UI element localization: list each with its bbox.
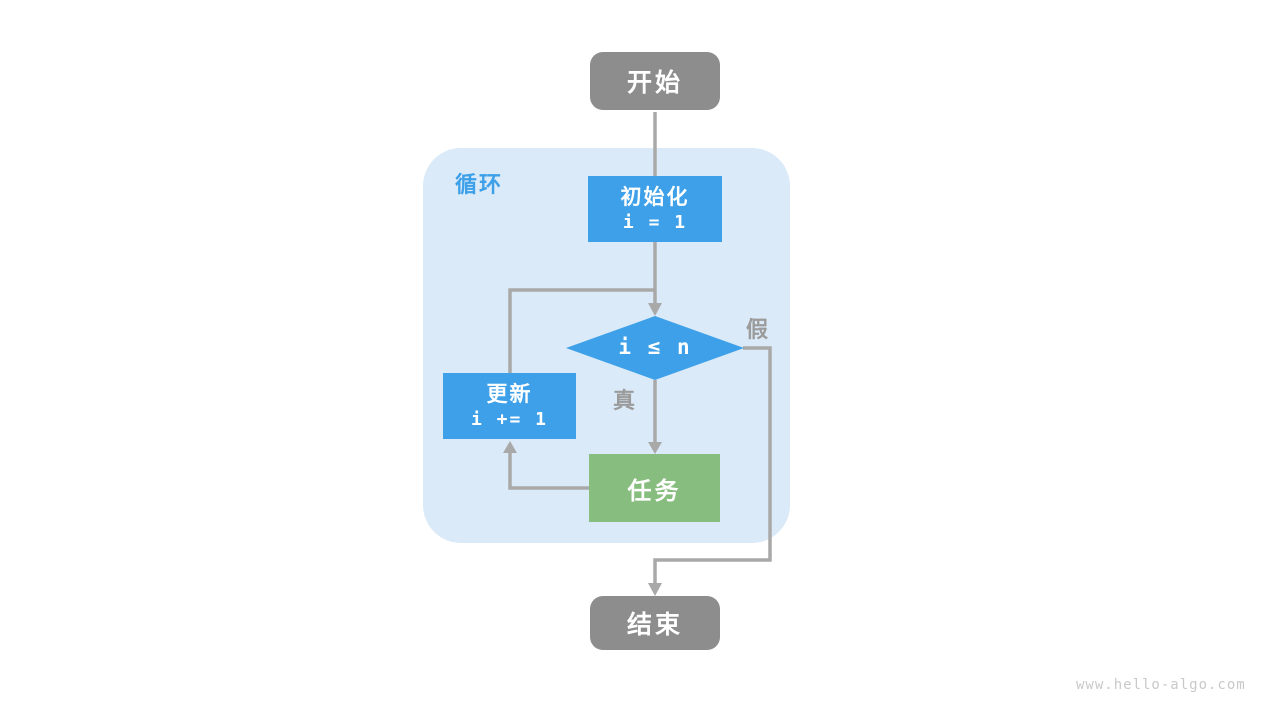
task-node: 任务	[589, 454, 720, 522]
arrowhead-into-task	[648, 442, 662, 454]
update-node: 更新 i += 1	[443, 373, 576, 439]
start-node-label: 开始	[626, 69, 683, 97]
update-node-title: 更新	[486, 382, 533, 406]
watermark: www.hello-algo.com	[1076, 677, 1246, 693]
task-node-label: 任务	[627, 477, 682, 505]
loop-region-label: 循环	[455, 172, 504, 197]
edge-task-to-update	[508, 453, 589, 490]
update-node-code: i += 1	[470, 408, 549, 430]
condition-node-expression: i ≤ n	[618, 335, 692, 360]
arrowhead-into-condition	[648, 303, 662, 316]
end-node-label: 结束	[626, 611, 683, 639]
arrowhead-into-end	[648, 583, 662, 596]
init-node-code: i = 1	[622, 211, 688, 233]
init-node: 初始化 i = 1	[588, 176, 722, 242]
edge-condition-false-to-end	[653, 346, 772, 584]
end-node: 结束	[590, 596, 720, 650]
init-node-title: 初始化	[620, 185, 690, 209]
true-branch-label: 真	[613, 388, 636, 413]
start-node: 开始	[590, 52, 720, 110]
edge-update-loopback	[508, 288, 655, 374]
false-branch-label: 假	[746, 317, 769, 342]
arrowhead-into-update	[503, 441, 517, 453]
